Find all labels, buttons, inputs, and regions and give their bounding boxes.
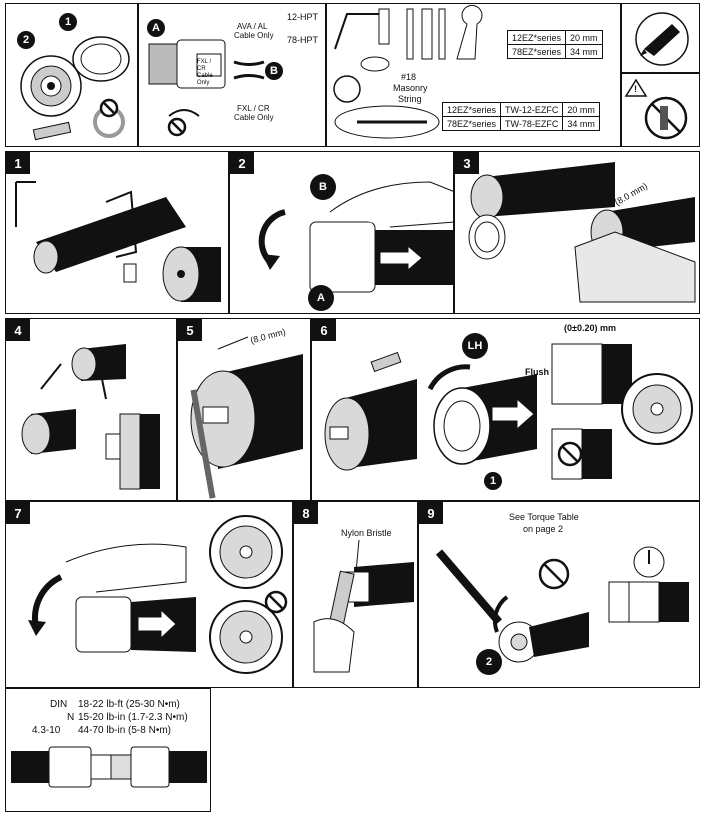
tool-label-78hpt: 78-HPT: [287, 35, 319, 45]
masonry-string-label-1: Masonry: [393, 83, 428, 93]
brush-illustration: [313, 539, 414, 673]
step-3-panel: 3 (8.0 mm): [454, 151, 700, 314]
sleeve-selection-panel: A B AVA / AL Cable Only FXL / CR Cable O…: [138, 3, 326, 147]
sleeve-insert-illustration: [258, 181, 453, 293]
masonry-string-label-2: String: [398, 94, 422, 104]
torque-type-4-3-10: 4.3-10: [32, 725, 61, 736]
mated-connectors-illustration: [11, 746, 207, 788]
callout-B: B: [310, 174, 336, 200]
connector-parts-illustration: [20, 36, 130, 141]
flush-label: Flush: [525, 367, 549, 377]
sleeve-lower-label-1: FXL / CR: [237, 104, 270, 113]
step-number: 4: [6, 319, 30, 341]
torque-value-4-3-10: 44-70 lb-in (5-8 N•m): [78, 725, 171, 736]
step-6-panel: 6 LH 1 (0±0.20) mm Flush: [311, 318, 700, 501]
step-9-panel: 9 See Torque Table on page 2 2: [418, 501, 700, 688]
torque-wrench-illustration: [435, 546, 689, 663]
step-4-panel: 4: [5, 318, 177, 501]
warning-mark: !: [634, 84, 637, 94]
sleeve-upper-label-2: Cable Only: [234, 31, 274, 40]
step-1-panel: 1: [5, 151, 229, 314]
masonry-string-num: #18: [401, 72, 417, 82]
torque-reference-line-2: on page 2: [523, 524, 564, 534]
sleeve-lower-label-2: Cable Only: [234, 113, 274, 122]
sleeve-inner-label: FXL / CR Cable Only: [197, 59, 213, 86]
torque-value-n: 15-20 lb-in (1.7-2.3 N•m): [78, 712, 188, 723]
callout-1: 1: [59, 13, 77, 31]
marker-icon: [635, 12, 689, 66]
flush-tolerance-label: (0±0.20) mm: [564, 323, 616, 333]
torque-type-n: N: [67, 712, 75, 723]
callout-2: 2: [476, 649, 502, 675]
install-connector-illustration: [324, 343, 693, 480]
torque-type-din: DIN: [50, 699, 68, 710]
torque-table-panel: DIN 18-22 lb-ft (25-30 N•m) N 15-20 lb-i…: [5, 688, 211, 812]
step-7-panel: 7: [5, 501, 293, 688]
tools-illustration: [333, 4, 483, 139]
torque-value-din: 18-22 lb-ft (25-30 N•m): [78, 699, 180, 710]
step-number: 9: [419, 502, 443, 524]
tool-label-12hpt: 12-HPT: [287, 12, 319, 22]
callout-2: 2: [17, 31, 35, 49]
marker-panel: [621, 3, 700, 73]
callout-A: A: [308, 285, 334, 311]
clean-jacket-illustration: [21, 344, 160, 490]
callout-B: B: [265, 62, 283, 80]
step-number: 3: [455, 152, 479, 174]
tighten-body-illustration: [28, 515, 288, 674]
step-8-panel: 8 Nylon Bristle: [293, 501, 418, 688]
step-number: 1: [6, 152, 30, 174]
sleeve-illustration: [148, 39, 265, 137]
step-number: 5: [178, 319, 202, 341]
warning-panel: !: [621, 73, 700, 147]
cut-cable-illustration: [15, 181, 221, 302]
step-number: 8: [294, 502, 318, 524]
step-number: 6: [312, 319, 336, 341]
step-2-panel: 2 B A: [229, 151, 454, 314]
sleeve-upper-label-1: AVA / AL: [237, 22, 268, 31]
prohibited-icon: [99, 98, 119, 118]
step-number: 7: [6, 502, 30, 524]
torque-reference-line-1: See Torque Table: [509, 512, 579, 522]
no-sawing-icon: [644, 96, 688, 140]
warning-triangle-icon: [624, 78, 648, 97]
strip-dielectric-illustration: [190, 336, 303, 499]
trim-foam-illustration: [468, 162, 696, 303]
callout-LH: LH: [462, 333, 488, 359]
callout-A: A: [147, 19, 165, 37]
step-number: 2: [230, 152, 254, 174]
kit-contents-panel: 1 2: [5, 3, 138, 147]
nylon-bristle-label: Nylon Bristle: [341, 528, 392, 538]
callout-1: 1: [484, 472, 502, 490]
step-5-panel: 5 (8.0 mm): [177, 318, 311, 501]
